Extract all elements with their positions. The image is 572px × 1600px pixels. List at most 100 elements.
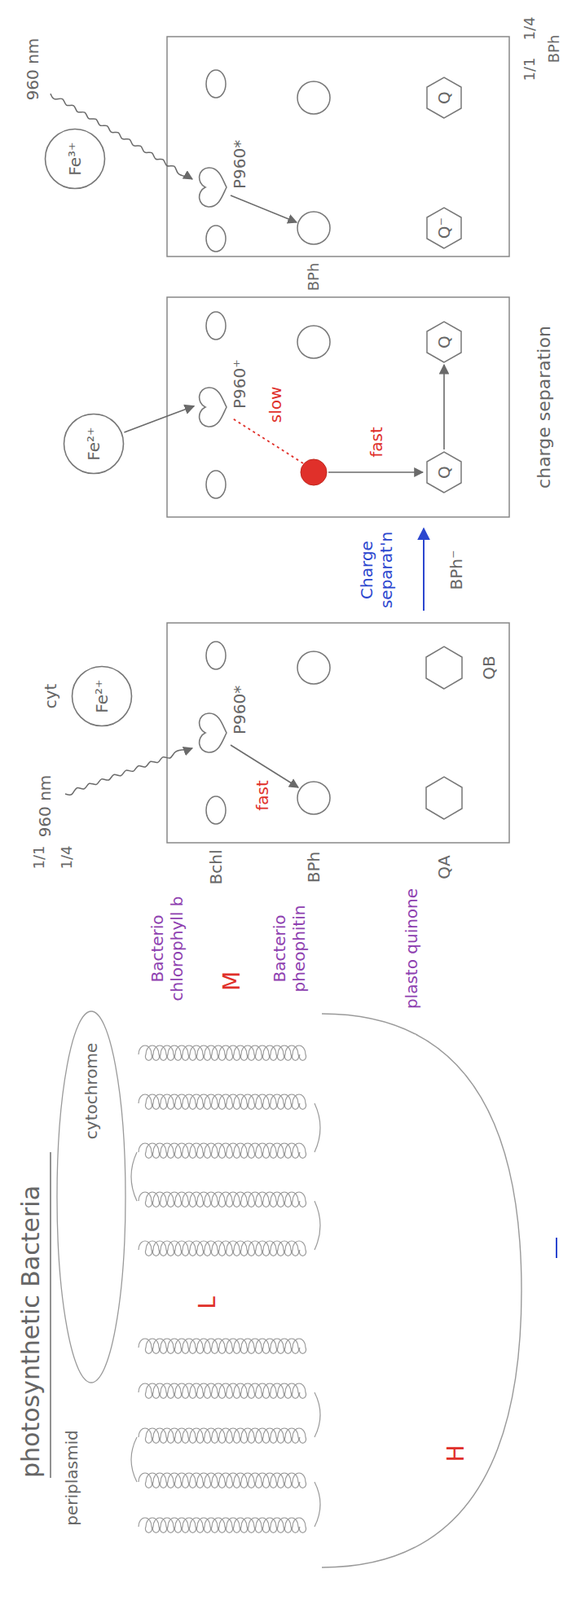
quinone-hexagon: Q bbox=[426, 451, 462, 494]
helix-loop bbox=[314, 1104, 321, 1153]
node-text: Fe²⁺ bbox=[92, 679, 112, 713]
pigment-abbrev: BPh⁻ bbox=[446, 550, 467, 590]
quinone-hexagon: Q⁻ bbox=[426, 206, 462, 250]
quinone-hexagon-shape bbox=[426, 77, 462, 119]
quinone-hexagon-shape bbox=[426, 207, 462, 249]
bph-circle bbox=[297, 81, 330, 115]
ratio-label: 1/1 bbox=[30, 846, 49, 871]
helix bbox=[138, 1095, 307, 1110]
special-pair: P960⁺ bbox=[195, 359, 250, 432]
subunit-label: L bbox=[193, 1297, 222, 1311]
pigment-abbrev: BPh bbox=[304, 263, 323, 292]
special-pair: P960* bbox=[195, 686, 250, 758]
special-pair-shape bbox=[199, 713, 227, 753]
quinone-hexagon: Q bbox=[426, 321, 462, 364]
node-text: P960* bbox=[229, 686, 250, 735]
accessory-bchl bbox=[206, 470, 226, 499]
node-text: Q bbox=[434, 335, 454, 349]
transfer-connector bbox=[123, 406, 194, 433]
quinone-hexagon: Q bbox=[426, 76, 462, 119]
pigment-abbrev: QA bbox=[434, 855, 454, 880]
node-text: P960* bbox=[229, 140, 250, 190]
reduced-bph-dot bbox=[300, 459, 327, 486]
h-subunit-outline bbox=[321, 1014, 522, 1569]
accessory-bchl bbox=[206, 796, 226, 825]
special-pair-outline bbox=[195, 162, 229, 212]
transfer-arrow bbox=[328, 471, 423, 474]
step-label: charge separation bbox=[533, 325, 555, 489]
iron-circle: Fe²⁺ bbox=[70, 665, 133, 728]
node-text: P960⁺ bbox=[229, 359, 250, 410]
pigment-abbrev: BPh bbox=[545, 35, 564, 64]
accessory-bchl bbox=[206, 70, 226, 98]
helix-loop bbox=[314, 1201, 321, 1251]
helix bbox=[138, 1339, 307, 1355]
helix-loop bbox=[131, 1438, 137, 1483]
helix-group bbox=[131, 1046, 321, 1534]
state-panel bbox=[167, 623, 510, 844]
ratio-label: 1/1 bbox=[520, 57, 539, 82]
rate-label: slow bbox=[265, 387, 286, 424]
node-text: Fe²⁺ bbox=[83, 426, 104, 461]
special-pair-shape bbox=[199, 167, 227, 207]
wavelength-label: 960 nm bbox=[35, 775, 55, 839]
iron-circle-shape bbox=[45, 129, 106, 190]
helix-loop bbox=[131, 1152, 137, 1202]
iron-circle-shape bbox=[72, 667, 132, 727]
iron-circle: Fe³⁺ bbox=[44, 127, 106, 190]
region-label: periplasmid bbox=[61, 1430, 82, 1527]
quinone-hexagon bbox=[426, 646, 462, 690]
subunit-label: M bbox=[218, 972, 247, 992]
recombination-line bbox=[231, 418, 304, 464]
iron-circle-shape bbox=[64, 414, 124, 475]
bph-circle bbox=[297, 651, 330, 685]
step-label: Charge separat'n bbox=[356, 525, 396, 616]
helix bbox=[138, 1474, 307, 1489]
node-text: Fe³⁺ bbox=[65, 141, 85, 176]
pigment-abbrev: Bchl bbox=[206, 850, 226, 886]
node-text: Q⁻ bbox=[434, 217, 454, 239]
node-text: Q bbox=[434, 91, 454, 105]
node-text: Q bbox=[434, 466, 454, 480]
quinone-hexagon-shape bbox=[426, 321, 462, 363]
special-pair-shape bbox=[199, 387, 227, 427]
helix bbox=[138, 1192, 307, 1208]
helix-loop bbox=[314, 1393, 321, 1439]
helix bbox=[138, 1046, 306, 1061]
special-pair-outline bbox=[195, 708, 229, 758]
transfer-arrow bbox=[230, 195, 297, 223]
rate-label: fast bbox=[366, 426, 387, 458]
state-panel bbox=[167, 297, 510, 518]
bph-circle bbox=[297, 211, 330, 245]
helix bbox=[138, 1518, 307, 1534]
helix bbox=[138, 1384, 307, 1400]
ratio-label: 1/4 bbox=[57, 846, 76, 871]
pigment-name: plasto quinone bbox=[401, 888, 422, 1011]
part-label: cytochrome bbox=[81, 1043, 102, 1140]
bph-circle bbox=[297, 325, 330, 359]
cytochrome-outline bbox=[57, 1012, 126, 1384]
pigment-name: Bacterio chlorophyll b bbox=[147, 888, 187, 1011]
special-pair: P960* bbox=[195, 140, 250, 212]
transfer-connector bbox=[443, 365, 445, 450]
helix bbox=[138, 1144, 307, 1159]
pigment-abbrev: BPh bbox=[303, 852, 324, 884]
photon-group bbox=[50, 93, 193, 796]
quinone-hexagon bbox=[426, 777, 462, 820]
helix bbox=[138, 1241, 307, 1257]
quinone-hexagon-shape bbox=[426, 452, 462, 493]
bph-circle bbox=[297, 782, 330, 815]
iron-circle: Fe²⁺ bbox=[62, 413, 125, 476]
subunit-label: H bbox=[442, 1445, 471, 1463]
title-underline bbox=[49, 1152, 52, 1479]
ratio-label: 1/4 bbox=[520, 17, 539, 41]
helix bbox=[138, 1429, 307, 1444]
wavelength-label: 960 nm bbox=[22, 38, 43, 102]
blue-mark bbox=[555, 1238, 558, 1259]
accessory-bchl bbox=[206, 642, 226, 670]
accessory-bchl bbox=[206, 312, 226, 340]
special-pair-outline bbox=[195, 382, 229, 432]
pigment-name: Bacterio pheophitin bbox=[269, 888, 309, 1011]
